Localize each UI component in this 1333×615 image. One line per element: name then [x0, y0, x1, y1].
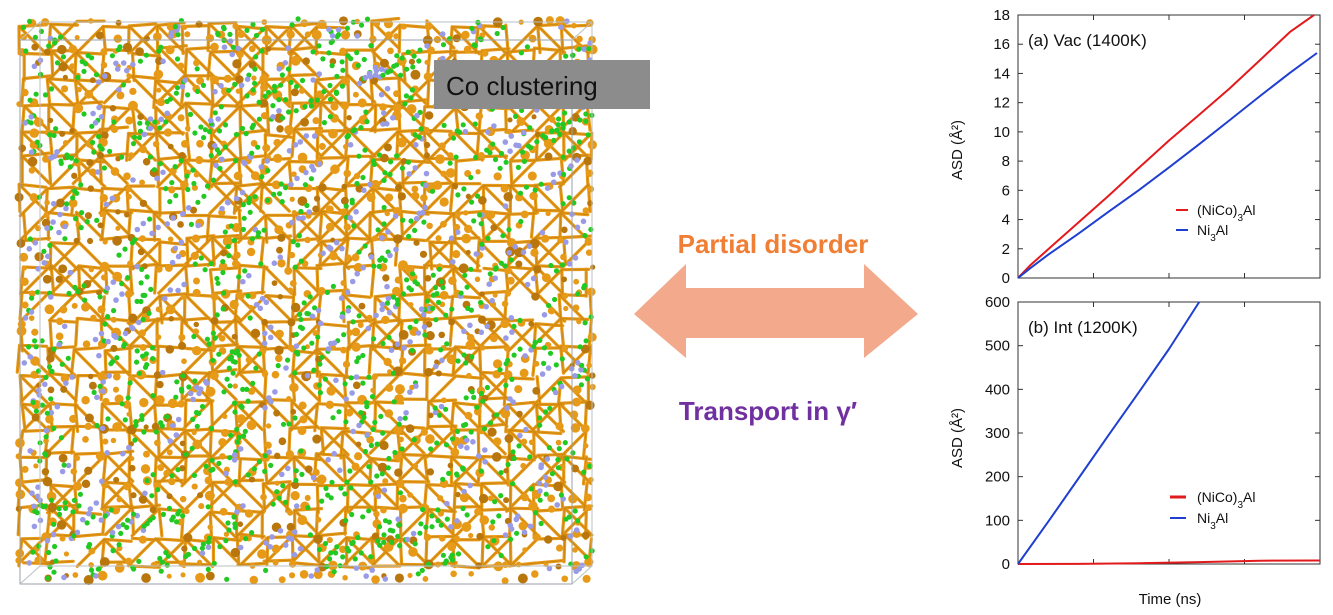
chart-b-xlabel: Time (ns): [1139, 591, 1202, 608]
y-tick-label: 0: [1002, 270, 1010, 287]
chart-a-panel-label: (a) Vac (1400K): [1028, 31, 1147, 50]
supercell-box: [19, 21, 593, 585]
series-line-1: [1017, 301, 1201, 565]
y-tick-label: 10: [993, 124, 1010, 141]
partial-disorder-label: Partial disorder: [678, 229, 869, 259]
double-arrow: Partial disorder Transport in γ′: [634, 229, 918, 426]
y-tick-label: 300: [985, 425, 1010, 442]
y-tick-label: 6: [1002, 182, 1010, 199]
transport-label: Transport in γ′: [679, 396, 857, 426]
y-tick-label: 12: [993, 95, 1010, 112]
atomic-structure: Co clustering: [14, 16, 650, 585]
chart-a-frame: [1017, 14, 1321, 279]
double-arrow-shape: [634, 264, 918, 358]
co-clustering-label: Co clustering: [446, 71, 598, 101]
series-line-0: [1017, 559, 1321, 565]
y-tick-label: 2: [1002, 241, 1010, 258]
chart-a-ticks: 0 2 4 6 8 10 12 14 16 18: [993, 7, 1320, 287]
y-tick-label: 14: [993, 65, 1010, 82]
y-tick-label: 200: [985, 469, 1010, 486]
series-line-1: [1017, 52, 1318, 279]
y-tick-label: 16: [993, 36, 1010, 53]
chart-b-series: [1017, 301, 1321, 565]
y-tick-label: 100: [985, 512, 1010, 529]
chart-b-ylabel: ASD (Å²): [949, 408, 966, 468]
chart-interstitial: 0 100 200 300 400 500 600 (b) Int (1200K) ASD …: [949, 294, 1321, 608]
y-tick-label: 500: [985, 338, 1010, 355]
series-line-0: [1017, 14, 1315, 279]
chart-a-ylabel: ASD (Å²): [949, 120, 966, 180]
chart-a-series: [1017, 14, 1318, 279]
co-clustering-label-box: [434, 60, 650, 109]
y-tick-label: 18: [993, 7, 1010, 24]
y-tick-label: 4: [1002, 212, 1010, 229]
chart-b-panel-label: (b) Int (1200K): [1028, 318, 1138, 337]
chart-vacancy: 0 2 4 6 8 10 12 14 16 18 (a) Vac (1400K) ASD (Å²)…: [949, 7, 1321, 287]
y-tick-label: 400: [985, 381, 1010, 398]
y-tick-label: 600: [985, 294, 1010, 311]
y-tick-label: 0: [1002, 556, 1010, 573]
chart-b-frame: [1017, 301, 1321, 565]
y-tick-label: 8: [1002, 153, 1010, 170]
